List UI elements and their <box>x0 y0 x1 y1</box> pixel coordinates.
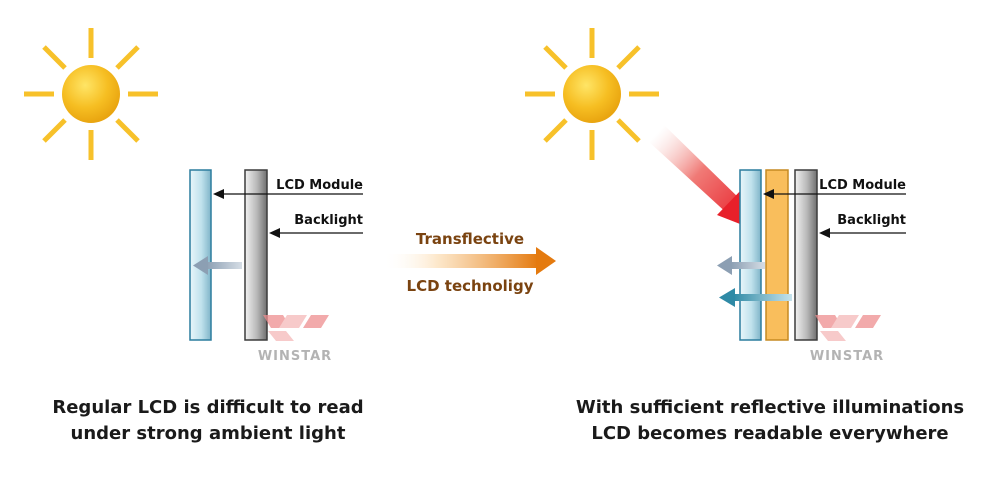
left-caption-line-1: Regular LCD is difficult to read <box>52 397 364 418</box>
right-caption-line-1: With sufficient reflective illuminations <box>575 397 965 418</box>
winstar-logo <box>263 315 329 341</box>
transition-top-label: Transflective <box>416 230 524 248</box>
right-lcd-assembly: WINSTAR <box>717 169 906 364</box>
left-caption-line-2: under strong ambient light <box>70 423 346 444</box>
sun-icon <box>525 28 659 160</box>
sun-icon <box>24 28 158 160</box>
lcd-module-label: LCD Module <box>819 178 906 193</box>
backlight-label: Backlight <box>294 213 363 228</box>
left-lcd-assembly: WINSTAR <box>189 169 363 364</box>
transition-bottom-label: LCD technoligy <box>407 277 534 295</box>
left-caption: Regular LCD is difficult to read under s… <box>0 395 416 447</box>
winstar-watermark: WINSTAR <box>810 349 884 364</box>
winstar-watermark: WINSTAR <box>258 349 332 364</box>
backlight-emission-arrow-icon <box>719 288 792 307</box>
lcd-glass-panel <box>739 169 762 341</box>
emitted-light-arrow-icon <box>193 256 242 275</box>
winstar-logo <box>815 315 881 341</box>
reflected-light-arrow-icon <box>717 256 765 275</box>
backlight-label: Backlight <box>837 213 906 228</box>
right-caption-line-2: LCD becomes readable everywhere <box>591 423 949 444</box>
right-caption: With sufficient reflective illuminations… <box>560 395 980 447</box>
backlight-panel <box>244 169 268 341</box>
lcd-module-label: LCD Module <box>276 178 363 193</box>
transition-arrow-icon <box>383 247 556 275</box>
lcd-glass-panel <box>189 169 212 341</box>
backlight-panel <box>794 169 818 341</box>
